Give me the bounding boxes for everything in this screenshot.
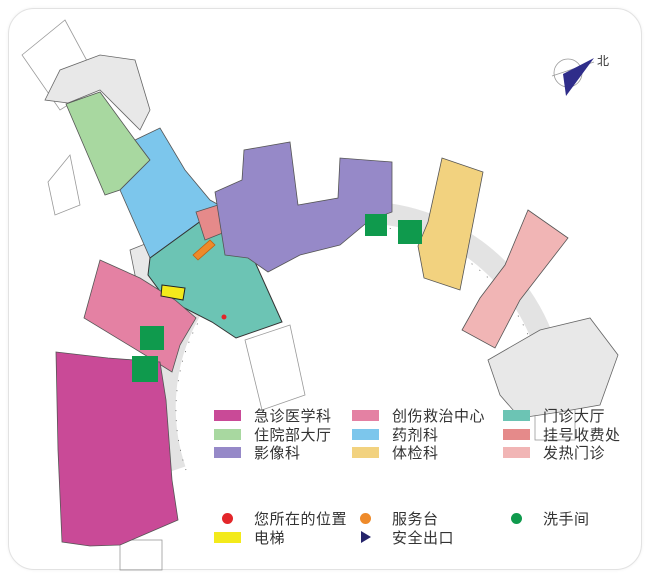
restroom-icon (132, 356, 158, 382)
area-trauma-center (83, 259, 197, 373)
legend-label: 影像科 (254, 443, 301, 462)
legend-label: 急诊医学科 (254, 406, 332, 425)
legend-swatch (352, 446, 379, 458)
area-service-core (44, 54, 151, 131)
restroom-icon (365, 214, 387, 236)
exit-arrow-icon (361, 531, 371, 543)
legend-label: 创伤救治中心 (392, 406, 486, 425)
legend-label: 洗手间 (543, 509, 590, 528)
elevator-swatch (214, 531, 241, 543)
legend-label: 发热门诊 (543, 443, 606, 462)
area-emergency (55, 351, 179, 547)
legend-swatch (352, 428, 379, 440)
outline-west-canopy (47, 154, 81, 216)
legend-emergency: 急诊医学科 (214, 406, 332, 425)
legend-pharmacy: 药剂科 (352, 425, 439, 444)
service-desk-dot-icon (360, 512, 371, 524)
legend-label: 服务台 (392, 509, 439, 528)
legend-label: 住院部大厅 (254, 425, 332, 444)
legend-outpatient: 门诊大厅 (503, 406, 606, 425)
legend-swatch (214, 446, 241, 458)
legend-inpatient: 住院部大厅 (214, 425, 332, 444)
legend-exit: 安全出口 (352, 528, 455, 547)
area-physical-exam (417, 157, 484, 291)
legend-trauma: 创伤救治中心 (352, 406, 486, 425)
legend-registration: 挂号收费处 (503, 425, 621, 444)
legend-swatch (352, 409, 379, 421)
restroom-dot-icon (511, 512, 522, 524)
outline-entrance-south (244, 324, 306, 411)
legend-label: 药剂科 (392, 425, 439, 444)
north-label: 北 (597, 54, 610, 68)
legend-label: 您所在的位置 (254, 509, 348, 528)
you-are-here-icon (221, 314, 227, 320)
legend-swatch (503, 409, 530, 421)
legend-label: 挂号收费处 (543, 425, 621, 444)
legend-label: 体检科 (392, 443, 439, 462)
legend-physical-exam: 体检科 (352, 443, 439, 462)
legend-fever-clinic: 发热门诊 (503, 443, 606, 462)
restroom-icon (140, 326, 164, 350)
legend-swatch (503, 446, 530, 458)
legend-label: 电梯 (254, 528, 286, 547)
service-desk-icon (192, 239, 216, 261)
legend-swatch (214, 428, 241, 440)
legend-service-desk: 服务台 (352, 509, 439, 528)
legend-swatch (214, 409, 241, 421)
elevator-icon (160, 284, 186, 301)
legend-imaging: 影像科 (214, 443, 301, 462)
legend-label: 门诊大厅 (543, 406, 606, 425)
legend-elevator: 电梯 (214, 528, 286, 547)
location-dot-icon (222, 512, 233, 524)
legend-restroom: 洗手间 (503, 509, 590, 528)
outline-entrance-er (119, 539, 163, 571)
legend-label: 安全出口 (392, 528, 455, 547)
area-imaging (214, 141, 393, 273)
compass-icon (551, 58, 595, 96)
restroom-icon (398, 220, 422, 244)
legend-you-are-here: 您所在的位置 (214, 509, 348, 528)
area-fever-clinic (461, 209, 569, 349)
area-east-clinic (487, 317, 619, 419)
legend-swatch (503, 428, 530, 440)
